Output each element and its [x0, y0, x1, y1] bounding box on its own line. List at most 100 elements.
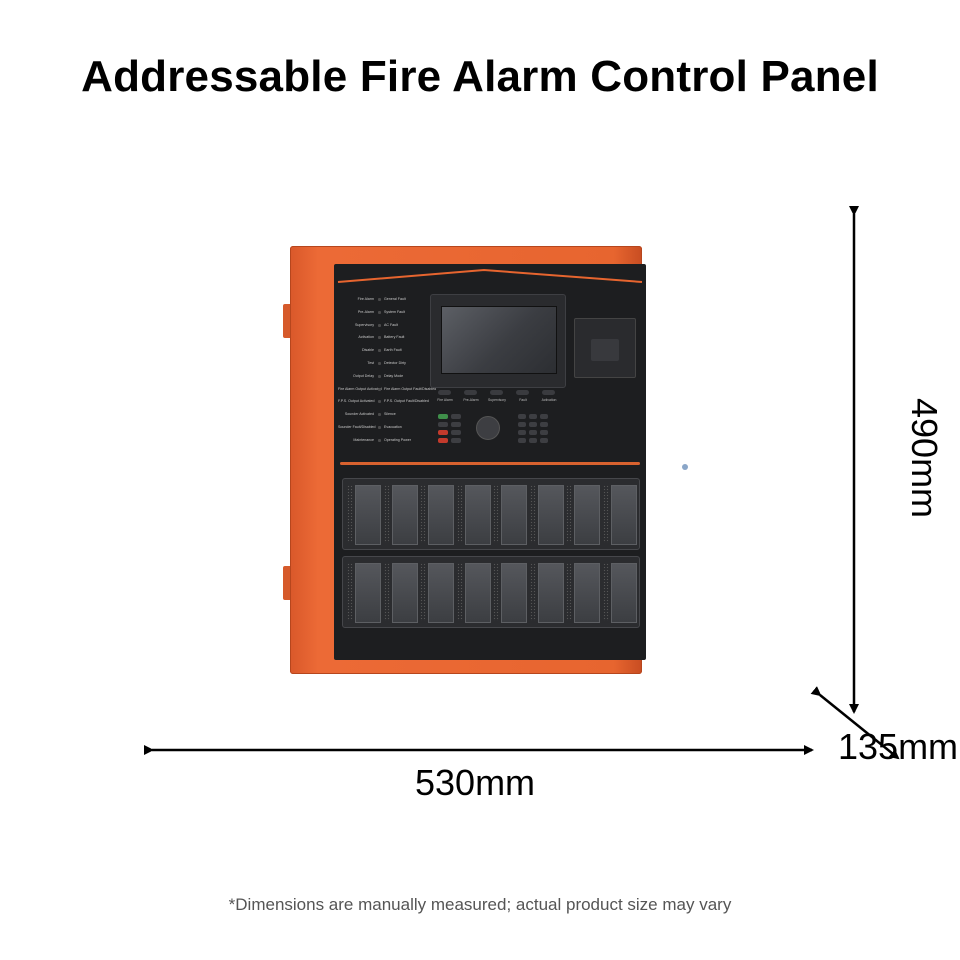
led-indicator — [378, 349, 381, 353]
led-dot-strip — [493, 485, 499, 543]
numeric-key[interactable] — [518, 438, 526, 443]
led-label-left: Fire Alarm — [357, 297, 374, 301]
led-indicator — [378, 438, 381, 442]
numeric-key[interactable] — [529, 422, 537, 427]
led-label-left: Fire Alarm Output Activated — [338, 386, 382, 391]
zone-label-window — [428, 563, 454, 623]
led-indicator — [378, 323, 381, 327]
led-label-right: Battery Fault — [384, 335, 405, 340]
led-dot-strip — [383, 563, 390, 621]
height-label: 490mm — [904, 398, 945, 519]
led-label-left: Test — [367, 361, 374, 365]
numeric-key[interactable] — [518, 430, 526, 435]
depth-label: 135mm — [838, 726, 959, 767]
numeric-key[interactable] — [518, 422, 526, 427]
led-label-right: F.P.S. Output Fault/Disabled — [384, 399, 429, 404]
function-key[interactable] — [451, 414, 461, 419]
zone-label-window — [501, 485, 527, 545]
lcd-bezel — [430, 294, 566, 388]
led-indicator — [378, 400, 381, 404]
zone-label-window — [428, 485, 454, 545]
led-dot-strip — [347, 563, 353, 621]
led-dot-strip — [529, 485, 536, 543]
function-key[interactable] — [438, 414, 448, 419]
led-dot-strip — [420, 563, 426, 621]
width-label: 530mm — [415, 762, 536, 803]
roof-stripe — [337, 268, 643, 283]
function-key[interactable] — [438, 438, 448, 443]
led-label-right: Detector Dirty — [384, 361, 406, 365]
printer — [574, 318, 636, 378]
zone-label-window — [501, 563, 527, 623]
led-dot-strip — [602, 563, 609, 621]
led-indicator — [378, 413, 381, 417]
function-key[interactable] — [451, 438, 461, 443]
zone-label-window — [355, 485, 381, 545]
soft-key-button[interactable] — [490, 390, 503, 395]
led-label-left: Sounder Activated — [344, 412, 374, 417]
led-dot-strip — [529, 563, 536, 621]
numeric-key[interactable] — [529, 414, 537, 419]
numeric-key[interactable] — [529, 438, 537, 443]
zone-label-window — [574, 563, 600, 623]
led-label-left: Maintenance — [353, 437, 374, 442]
function-key[interactable] — [451, 422, 461, 427]
printer-slot — [591, 339, 619, 361]
function-key[interactable] — [451, 430, 461, 435]
led-dot-strip — [347, 485, 353, 543]
zone-label-window — [610, 563, 637, 623]
lock-icon — [682, 464, 688, 470]
page-title: Addressable Fire Alarm Control Panel — [81, 52, 879, 101]
soft-key-button[interactable] — [438, 390, 451, 395]
hinge — [283, 304, 291, 338]
numeric-key[interactable] — [518, 414, 526, 419]
led-indicator — [378, 374, 381, 378]
soft-key-label: Activation — [541, 398, 557, 402]
zone-label-window — [537, 563, 564, 623]
zone-module-bottom — [342, 556, 640, 628]
led-label-right: Silence — [384, 412, 396, 417]
led-indicator — [378, 310, 381, 314]
soft-key-label: Pre-Alarm — [463, 398, 479, 402]
led-label-right: AC Fault — [384, 322, 398, 327]
led-label-right: Fire Alarm Output Fault/Disabled — [384, 386, 437, 391]
led-dot-strip — [420, 485, 426, 543]
soft-key-button[interactable] — [464, 390, 477, 395]
hinge — [283, 566, 291, 600]
led-label-left: F.P.S. Output Activated — [338, 399, 375, 404]
zone-label-window — [574, 485, 600, 545]
zone-label-window — [464, 485, 491, 545]
led-label-right: General Fault — [384, 297, 406, 301]
led-dot-strip — [493, 563, 499, 621]
soft-key-button[interactable] — [516, 390, 529, 395]
led-dot-strip — [456, 485, 463, 543]
lcd-screen — [441, 306, 557, 374]
led-indicator — [378, 362, 381, 365]
led-label-right: Operating Power — [384, 437, 411, 442]
numeric-key[interactable] — [529, 430, 537, 435]
soft-key-button[interactable] — [542, 390, 555, 395]
numeric-key[interactable] — [540, 430, 548, 435]
zone-label-window — [464, 563, 491, 623]
led-label-left: Disable — [362, 348, 374, 353]
zone-label-window — [610, 485, 637, 545]
led-dot-strip — [383, 485, 390, 543]
zone-label-window — [537, 485, 564, 545]
numeric-key[interactable] — [540, 438, 548, 443]
led-dot-strip — [566, 563, 572, 621]
numeric-key[interactable] — [540, 414, 548, 419]
function-key[interactable] — [438, 422, 448, 427]
led-label-right: Evacuation — [384, 425, 402, 429]
zone-label-window — [391, 485, 418, 545]
function-key[interactable] — [438, 430, 448, 435]
navigation-pad[interactable] — [476, 416, 500, 440]
numeric-key[interactable] — [540, 422, 548, 427]
zone-label-window — [355, 563, 381, 623]
led-label-left: Activation — [358, 335, 374, 340]
led-label-left: Supervisory — [355, 322, 374, 327]
led-dot-strip — [456, 563, 463, 621]
led-label-right: Earth Fault — [384, 348, 402, 353]
